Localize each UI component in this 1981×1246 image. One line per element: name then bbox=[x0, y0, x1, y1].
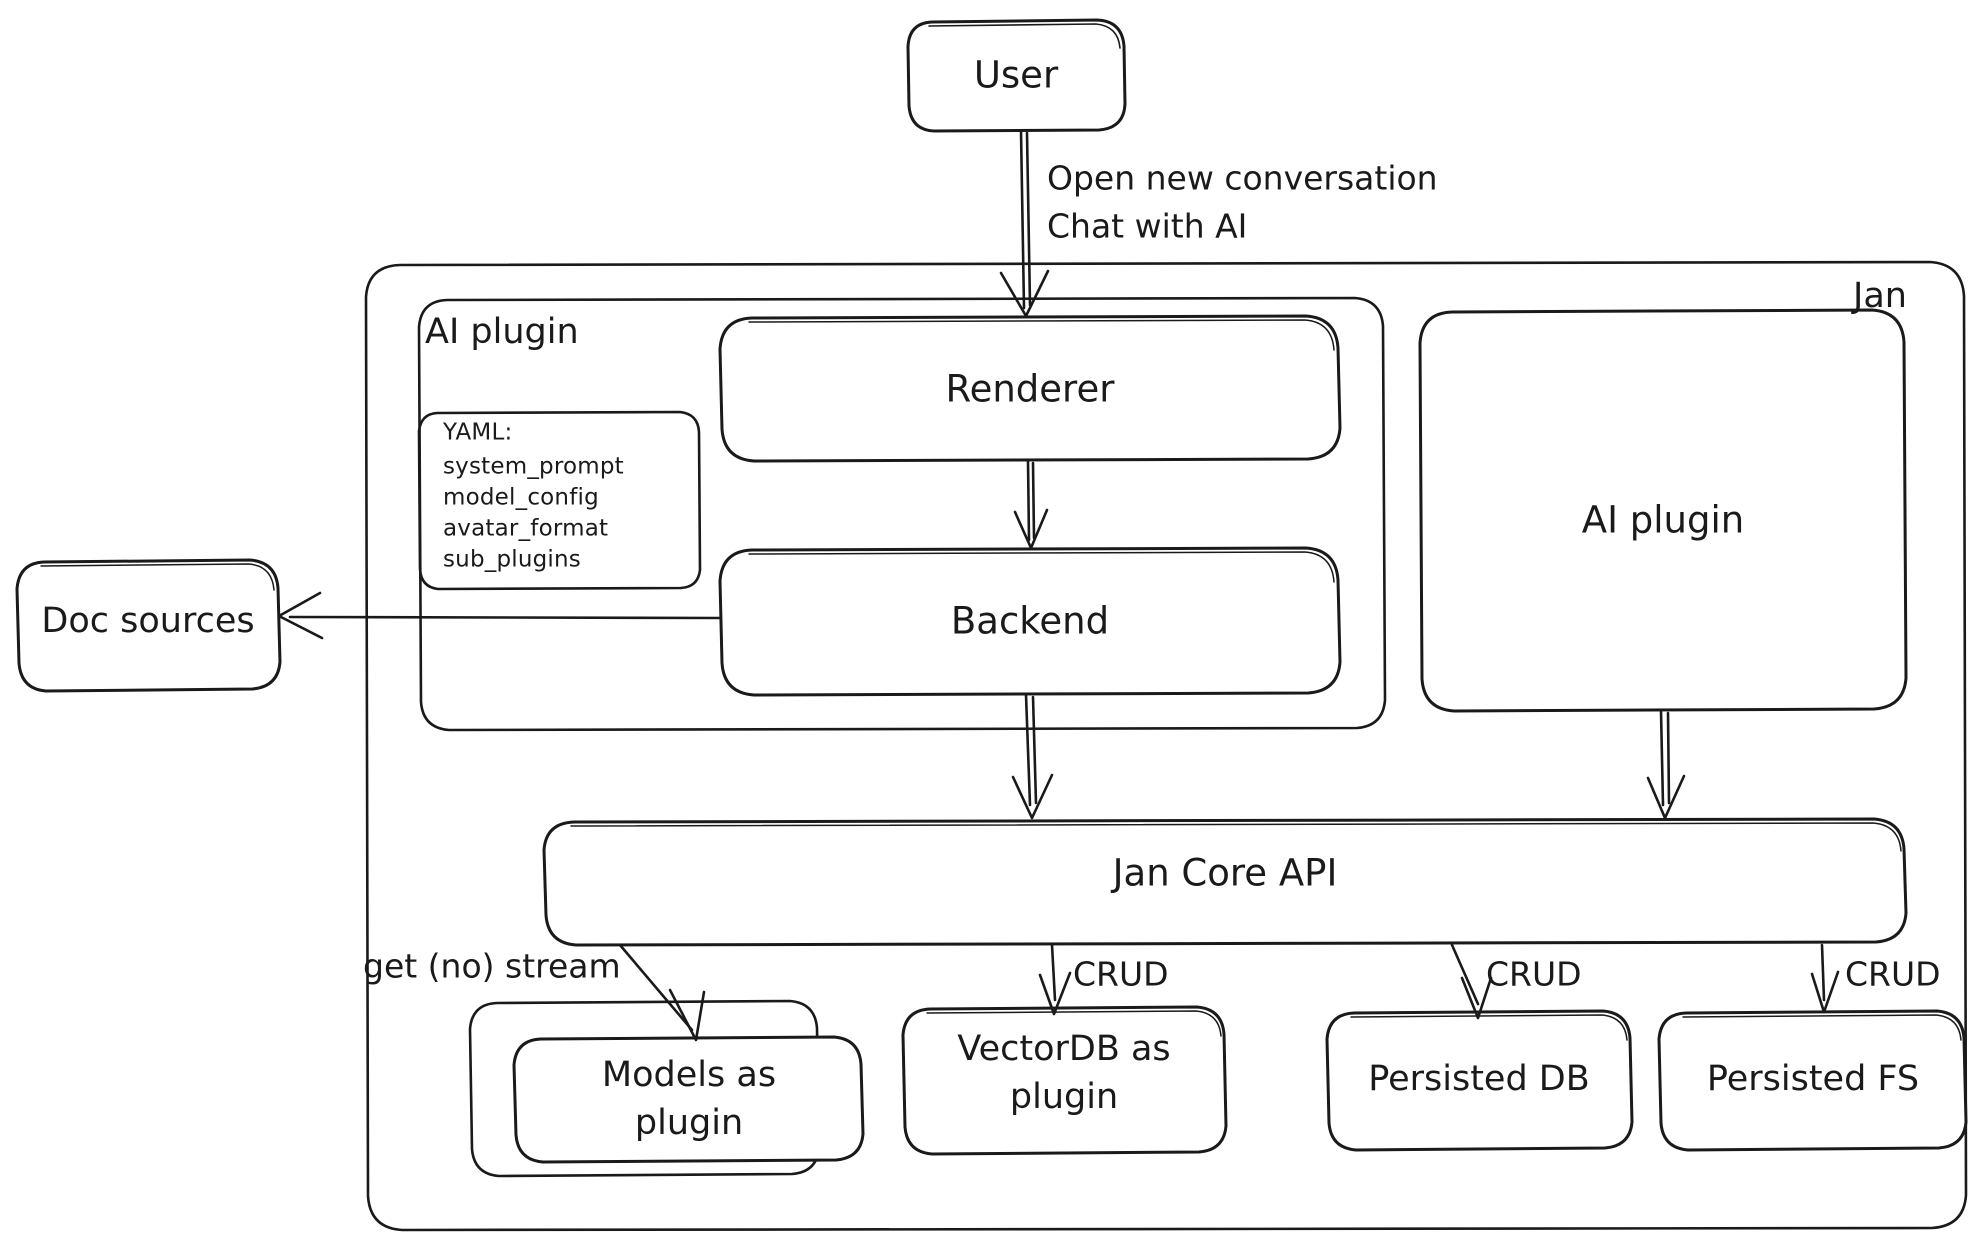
renderer-box-outline bbox=[718, 314, 1342, 463]
edge-core-to-persisted-fs: CRUD bbox=[1810, 943, 1941, 1014]
node-persisted-db[interactable]: Persisted DB bbox=[1325, 1009, 1634, 1152]
node-renderer[interactable]: Renderer bbox=[718, 314, 1342, 463]
node-backend[interactable]: Backend bbox=[718, 546, 1342, 697]
persisted-fs-sketch-overlay bbox=[1682, 1014, 1962, 1041]
yaml-line-2: avatar_format bbox=[443, 516, 608, 542]
node-ai-plugin-box[interactable]: AI plugin bbox=[1418, 308, 1908, 713]
edge-backend-core-arrowhead bbox=[1011, 773, 1054, 820]
node-user-label: User bbox=[974, 54, 1059, 97]
edge-core-persistedfs-line bbox=[1820, 943, 1826, 1002]
edge-backend-core-line-2 bbox=[1031, 695, 1038, 805]
persisted-db-sketch-overlay bbox=[1350, 1014, 1628, 1041]
edge-core-vectordb-label: CRUD bbox=[1073, 955, 1169, 994]
node-persisted-fs-label: Persisted FS bbox=[1707, 1059, 1919, 1099]
group-ai-plugin: AI plugin bbox=[417, 296, 1387, 732]
yaml-line-0: system_prompt bbox=[443, 454, 624, 480]
edge-core-to-persisted-db: CRUD bbox=[1450, 943, 1582, 1020]
backend-sketch-overlay bbox=[748, 551, 1335, 583]
user-box-sketch-overlay bbox=[928, 23, 1121, 49]
node-vectordb-label-line2: plugin bbox=[1010, 1077, 1118, 1117]
group-ai-plugin-label: AI plugin bbox=[425, 312, 579, 352]
node-persisted-fs[interactable]: Persisted FS bbox=[1657, 1009, 1968, 1152]
renderer-sketch-overlay bbox=[748, 319, 1335, 351]
edge-aiplugin-core-line-2 bbox=[1666, 711, 1671, 805]
edge-backend-docsources-line bbox=[288, 615, 722, 620]
node-backend-label: Backend bbox=[951, 600, 1109, 643]
node-user[interactable]: User bbox=[906, 18, 1127, 133]
node-models-plugin-label-line2: plugin bbox=[635, 1103, 743, 1143]
edge-backend-core-line bbox=[1024, 693, 1032, 807]
edge-backend-docsources-arrowhead bbox=[277, 591, 324, 640]
models-plugin-back-box bbox=[468, 999, 821, 1178]
vectordb-sketch-overlay bbox=[926, 1010, 1222, 1037]
persisted-fs-box-outline bbox=[1657, 1009, 1968, 1152]
node-models-plugin[interactable]: Models as plugin bbox=[468, 999, 865, 1178]
node-persisted-db-label: Persisted DB bbox=[1368, 1059, 1590, 1099]
edge-renderer-backend-line-2 bbox=[1031, 461, 1036, 540]
jan-core-api-box-outline bbox=[542, 817, 1908, 947]
edge-user-renderer-line bbox=[1019, 129, 1026, 310]
edge-backend-to-core bbox=[1011, 693, 1054, 820]
jan-core-api-sketch-overlay bbox=[570, 822, 1902, 852]
node-models-plugin-label-line1: Models as bbox=[602, 1055, 776, 1095]
edge-user-renderer-label-line2: Chat with AI bbox=[1047, 207, 1247, 246]
edge-core-persisteddb-arrowhead bbox=[1460, 976, 1493, 1020]
doc-sources-sketch-overlay bbox=[40, 563, 275, 591]
node-ai-plugin-box-label: AI plugin bbox=[1582, 499, 1744, 542]
edge-renderer-backend-arrowhead bbox=[1013, 508, 1049, 550]
container-jan: Jan bbox=[364, 260, 1968, 1232]
edge-renderer-to-backend bbox=[1013, 459, 1049, 550]
user-box-outline bbox=[906, 18, 1127, 133]
edge-user-to-renderer: Open new conversation Chat with AI bbox=[999, 129, 1438, 318]
jan-container-outline bbox=[364, 260, 1968, 1232]
yaml-box-outline bbox=[417, 410, 702, 591]
edge-core-persisteddb-line bbox=[1450, 943, 1480, 1006]
edge-core-to-models: get (no) stream bbox=[363, 943, 706, 1042]
backend-box-outline bbox=[718, 546, 1342, 697]
edge-aiplugin-core-arrowhead bbox=[1646, 774, 1686, 820]
node-renderer-label: Renderer bbox=[946, 368, 1116, 411]
edge-user-renderer-label-line1: Open new conversation bbox=[1047, 159, 1438, 198]
edge-ai-plugin-to-core bbox=[1646, 709, 1686, 820]
ai-plugin-group-outline bbox=[417, 296, 1387, 732]
edge-renderer-backend-line bbox=[1026, 459, 1031, 542]
edge-aiplugin-core-line bbox=[1659, 709, 1665, 807]
node-vectordb-plugin[interactable]: VectorDB as plugin bbox=[901, 1005, 1228, 1156]
edge-core-vectordb-line bbox=[1050, 943, 1057, 1002]
node-vectordb-label-line1: VectorDB as bbox=[957, 1029, 1170, 1069]
yaml-line-3: sub_plugins bbox=[443, 547, 581, 573]
node-jan-core-api[interactable]: Jan Core API bbox=[542, 817, 1908, 947]
edge-backend-to-doc-sources bbox=[277, 591, 722, 640]
yaml-line-1: model_config bbox=[443, 485, 599, 511]
edge-core-vectordb-arrowhead bbox=[1038, 971, 1072, 1016]
edge-core-models-line bbox=[618, 943, 694, 1032]
edge-user-renderer-line-2 bbox=[1025, 131, 1032, 307]
edge-core-to-vectordb: CRUD bbox=[1038, 943, 1169, 1016]
node-yaml-config[interactable]: YAML: system_prompt model_config avatar_… bbox=[417, 410, 702, 591]
edge-core-models-arrowhead bbox=[668, 988, 706, 1042]
ai-plugin-box-outline bbox=[1418, 308, 1908, 713]
persisted-db-box-outline bbox=[1325, 1009, 1634, 1152]
models-plugin-front-box bbox=[512, 1035, 865, 1164]
node-doc-sources-label: Doc sources bbox=[41, 601, 254, 641]
doc-sources-box-outline bbox=[15, 558, 282, 693]
edge-core-models-label: get (no) stream bbox=[363, 947, 621, 986]
node-jan-core-api-label: Jan Core API bbox=[1111, 852, 1338, 895]
edge-core-persistedfs-arrowhead bbox=[1810, 970, 1840, 1014]
vectordb-box-outline bbox=[901, 1005, 1228, 1156]
yaml-title: YAML: bbox=[442, 420, 512, 446]
edge-core-persisteddb-label: CRUD bbox=[1486, 955, 1582, 994]
node-doc-sources[interactable]: Doc sources bbox=[15, 558, 282, 693]
edge-core-persistedfs-label: CRUD bbox=[1845, 955, 1941, 994]
edge-user-renderer-arrowhead bbox=[999, 269, 1050, 318]
